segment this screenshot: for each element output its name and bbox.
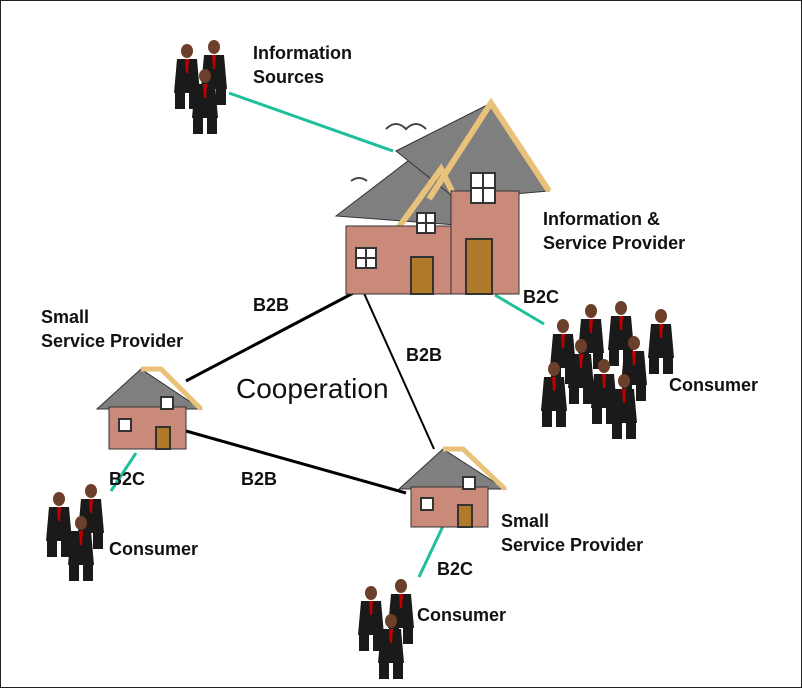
label-b2b-left: B2B (253, 295, 290, 315)
line-small-sp-1-to-consumer-left (109, 452, 138, 492)
consumer-left-people-icon (46, 484, 104, 581)
information-sources-people-icon (174, 40, 227, 134)
label-information-sources: Information Sources (253, 43, 352, 87)
small-sp-1-house-icon (95, 366, 203, 450)
label-b2c-small-2: B2C (437, 559, 474, 579)
line-small-sp-2-to-consumer-bottom (417, 523, 446, 578)
label-b2b-bottom: B2B (241, 469, 278, 489)
label-cooperation: Cooperation (236, 373, 389, 404)
label-consumer-left: Consumer (109, 539, 199, 559)
label-consumer-bottom: Consumer (417, 605, 507, 625)
label-b2b-mid: B2B (406, 345, 443, 365)
small-sp-2-house-icon (397, 446, 507, 528)
label-small-sp-1: Small Service Provider (41, 307, 184, 351)
label-consumer-right: Consumer (669, 375, 759, 395)
isp-house-icon (334, 97, 552, 295)
line-small-sp-1-to-small-sp-2 (185, 429, 407, 495)
line-isp-to-consumer-right (494, 293, 545, 326)
label-b2c-small-1: B2C (109, 469, 146, 489)
line-isp-to-small-sp-1 (185, 287, 362, 383)
label-isp: Information & Service Provider (543, 209, 686, 253)
line-infosources-to-isp (228, 91, 394, 153)
consumer-bottom-people-icon (358, 579, 414, 679)
line-isp-to-small-sp-2 (362, 290, 435, 450)
label-small-sp-2: Small Service Provider (501, 511, 644, 555)
consumer-right-people-icon (541, 301, 674, 439)
label-b2c-isp: B2C (523, 287, 560, 307)
